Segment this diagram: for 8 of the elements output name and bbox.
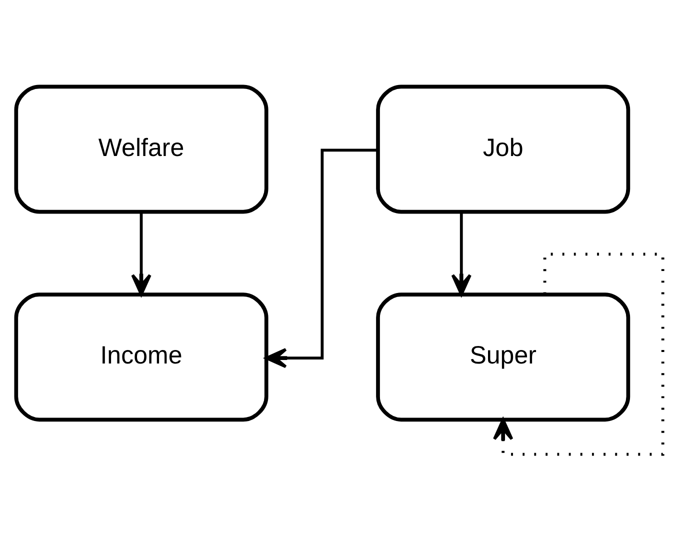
arrow [492, 252, 664, 456]
arrow [451, 212, 472, 296]
node-box: Super [376, 292, 630, 422]
arrow [264, 148, 378, 368]
node-box: Welfare [14, 84, 268, 214]
node-box: Job [376, 84, 630, 214]
node-box: Income [14, 292, 268, 422]
arrow [131, 212, 152, 296]
